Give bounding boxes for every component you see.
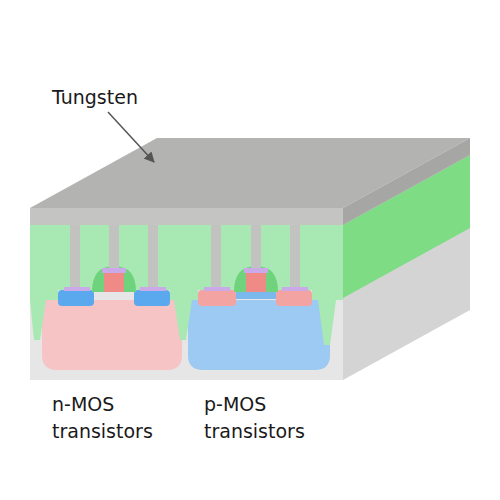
p-channel [236,291,276,299]
contact-silicide [204,287,230,291]
n-drain [134,290,170,306]
tungsten-side [343,138,470,225]
p-spacer [234,266,278,292]
tungsten-top [30,138,470,208]
tungsten-plugs [70,225,300,287]
material-label: Tungsten [52,84,252,111]
leader-line [108,112,154,162]
region-label: p-MOS transistors [204,391,329,445]
contact-silicide [64,287,90,291]
p-source [198,290,236,306]
contact-silicide [282,287,308,291]
p-mos-well [188,300,330,370]
n-source [58,290,94,306]
tungsten-front [30,208,343,225]
gate-silicide [102,268,126,273]
n-spacer [92,266,136,292]
contact-silicide [140,287,166,291]
substrate-front [30,225,343,380]
gate-silicide [244,268,268,273]
n-mos-well [42,300,182,370]
oxide-front [30,225,343,345]
n-gate [104,272,124,292]
p-drain [276,290,312,306]
p-gate [246,272,266,292]
region-label: n-MOS transistors [52,391,177,445]
